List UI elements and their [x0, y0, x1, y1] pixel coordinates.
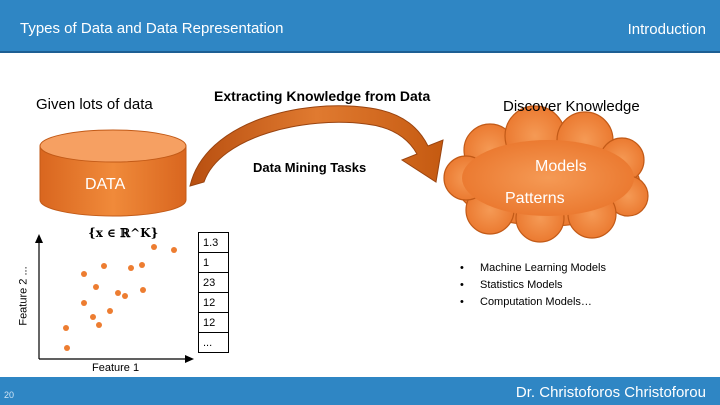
vector-cell: 1 [198, 252, 229, 273]
scatter-point [101, 263, 107, 269]
scatter-point [115, 290, 121, 296]
data-mining-tasks-label: Data Mining Tasks [253, 160, 367, 175]
scatter-point [64, 345, 70, 351]
scatter-point [171, 247, 177, 253]
cloud-models-label: Models [535, 158, 587, 175]
scatter-point [81, 300, 87, 306]
extract-knowledge-heading: Extracting Knowledge from Data [214, 88, 431, 104]
scatter-point [90, 314, 96, 320]
scatter-point [107, 308, 113, 314]
vector-cell: 12 [198, 312, 229, 333]
scatter-point [140, 287, 146, 293]
set-notation: {x ∈ ℝ^K} [88, 226, 159, 240]
list-item: Computation Models… [460, 296, 606, 313]
curved-arrow-icon [189, 105, 444, 187]
scatter-point [81, 271, 87, 277]
scatter-point [122, 293, 128, 299]
feature-vector-table: 1.3 1 23 12 12 ... [198, 232, 229, 353]
scatter-axes [35, 234, 194, 363]
scatter-point [151, 244, 157, 250]
list-item: Machine Learning Models [460, 262, 606, 279]
vector-cell: 12 [198, 292, 229, 313]
slide-footer: 20 Dr. Christoforos Christoforou [0, 377, 720, 405]
cloud-patterns-label: Patterns [505, 190, 565, 207]
section-label: Introduction [627, 21, 706, 38]
data-cylinder-label: DATA [85, 176, 126, 193]
slide-title: Types of Data and Data Representation [20, 20, 284, 37]
scatter-point [128, 265, 134, 271]
vector-cell: 1.3 [198, 232, 229, 253]
list-item: Statistics Models [460, 279, 606, 296]
knowledge-cloud-icon [443, 105, 649, 243]
author-name: Dr. Christoforos Christoforou [515, 384, 706, 401]
database-cylinder-icon [39, 129, 187, 217]
discover-knowledge-label: Discover Knowledge [503, 98, 640, 115]
vector-cell: ... [198, 332, 229, 353]
scatter-points [63, 244, 177, 351]
slide-header: Types of Data and Data Representation In… [0, 0, 720, 53]
scatter-point [63, 325, 69, 331]
scatter-point [93, 284, 99, 290]
model-types-list: Machine Learning Models Statistics Model… [460, 262, 606, 313]
vector-cell: 23 [198, 272, 229, 293]
scatter-point [139, 262, 145, 268]
page-number: 20 [4, 390, 15, 400]
given-data-label: Given lots of data [36, 96, 153, 113]
x-axis-label: Feature 1 [92, 362, 140, 374]
scatter-point [96, 322, 102, 328]
y-axis-label: Feature 2 ... [17, 266, 30, 326]
